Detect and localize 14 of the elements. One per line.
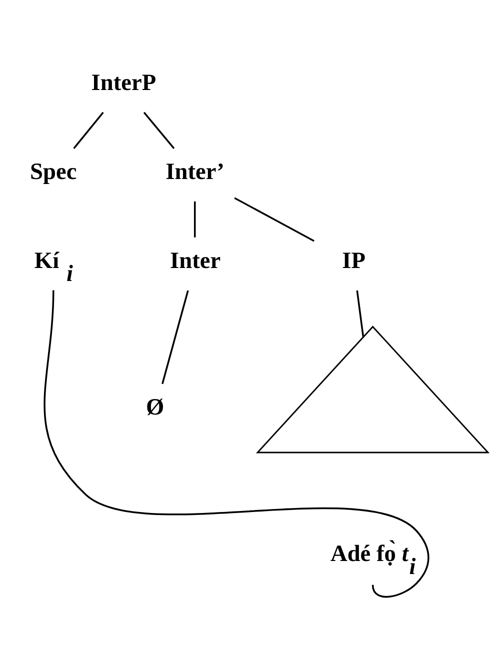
node-triangle [256,326,490,454]
connector [162,290,189,384]
connector [44,290,430,598]
node-text: InterP [91,70,156,96]
connector [73,112,104,149]
connector [234,197,314,242]
connector [356,290,364,337]
node-text: Inter’ [166,159,224,186]
connector [143,112,175,150]
connector [194,201,196,238]
node-text: Inter [170,248,221,274]
node-text: IP [342,248,366,274]
node-text: Ø [146,394,164,421]
node-text: Spec [30,159,77,186]
